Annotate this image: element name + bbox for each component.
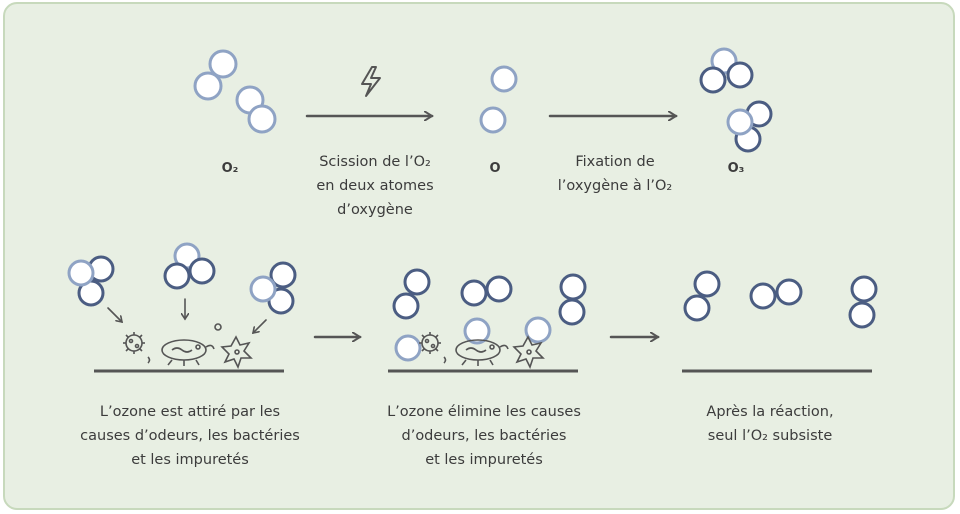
o3-molecules bbox=[699, 47, 773, 153]
o-atoms bbox=[479, 65, 518, 134]
caption-after-reaction: Après la réaction, seul l’O₂ subsiste bbox=[660, 400, 880, 448]
ozone-approaching bbox=[67, 242, 297, 315]
step1-caption: Scission de l’O₂ en deux atomes d’oxygèn… bbox=[290, 150, 460, 222]
o2-remaining bbox=[683, 270, 878, 329]
germ-virus-icon-2 bbox=[419, 332, 441, 354]
germ-bacterium-icon bbox=[161, 339, 215, 366]
step1-line2: en deux atomes bbox=[316, 178, 434, 194]
step2-line1: Fixation de bbox=[575, 154, 655, 170]
germ-amoeba-icon-2 bbox=[512, 335, 545, 370]
diagram-panel bbox=[3, 2, 955, 510]
caption3-line2: seul l’O₂ subsiste bbox=[707, 428, 833, 444]
caption2-line1: L’ozone élimine les causes bbox=[387, 404, 581, 420]
caption-attracted: L’ozone est attiré par les causes d’odeu… bbox=[60, 400, 320, 472]
germs-panel-2 bbox=[419, 332, 545, 370]
lightning-icon bbox=[361, 66, 381, 97]
caption-eliminates: L’ozone élimine les causes d’odeurs, les… bbox=[354, 400, 614, 472]
caption1-line3: et les impuretés bbox=[131, 452, 249, 468]
caption1-line2: causes d’odeurs, les bactéries bbox=[80, 428, 300, 444]
germ-bacterium-icon-2 bbox=[455, 339, 509, 366]
caption2-line3: et les impuretés bbox=[425, 452, 543, 468]
o3-label: O₃ bbox=[727, 161, 745, 176]
step1-line1: Scission de l’O₂ bbox=[319, 154, 431, 170]
attraction-arrows bbox=[107, 298, 267, 333]
o2-label: O₂ bbox=[221, 161, 239, 176]
step2-caption: Fixation de l’oxygène à l’O₂ bbox=[535, 150, 695, 198]
step2-line2: l’oxygène à l’O₂ bbox=[557, 178, 673, 194]
o2-molecules bbox=[193, 49, 277, 134]
germ-virus-icon bbox=[123, 332, 145, 354]
ozone-eliminating bbox=[392, 268, 587, 362]
o-label: O bbox=[489, 161, 501, 176]
caption1-line1: L’ozone est attiré par les bbox=[99, 404, 281, 420]
step1-line3: d’oxygène bbox=[337, 202, 413, 218]
germs-panel-1 bbox=[123, 323, 253, 370]
caption2-line2: d’odeurs, les bactéries bbox=[401, 428, 567, 444]
caption3-line1: Après la réaction, bbox=[706, 404, 834, 420]
germ-amoeba-icon bbox=[220, 335, 253, 370]
